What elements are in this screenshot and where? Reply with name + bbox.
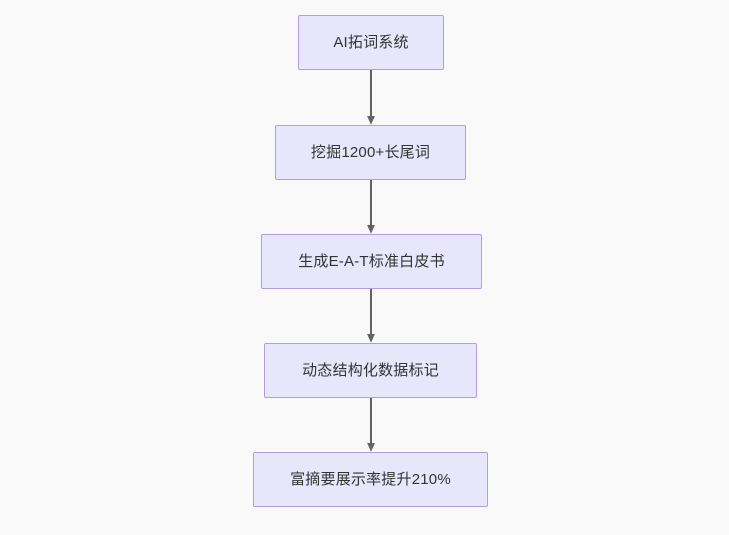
flowchart-node-label: 挖掘1200+长尾词	[310, 144, 431, 161]
flowchart-node-label: AI拓词系统	[333, 34, 409, 51]
flowchart-node-label: 富摘要展示率提升210%	[290, 471, 451, 488]
flowchart-node-n1[interactable]: AI拓词系统	[298, 15, 444, 70]
flowchart-node-n5[interactable]: 富摘要展示率提升210%	[253, 452, 488, 507]
flowchart-node-n4[interactable]: 动态结构化数据标记	[264, 343, 477, 398]
flowchart-node-n3[interactable]: 生成E-A-T标准白皮书	[261, 234, 482, 289]
flowchart-node-label: 动态结构化数据标记	[302, 362, 439, 379]
flowchart-node-n2[interactable]: 挖掘1200+长尾词	[275, 125, 466, 180]
flowchart-node-label: 生成E-A-T标准白皮书	[298, 253, 445, 270]
